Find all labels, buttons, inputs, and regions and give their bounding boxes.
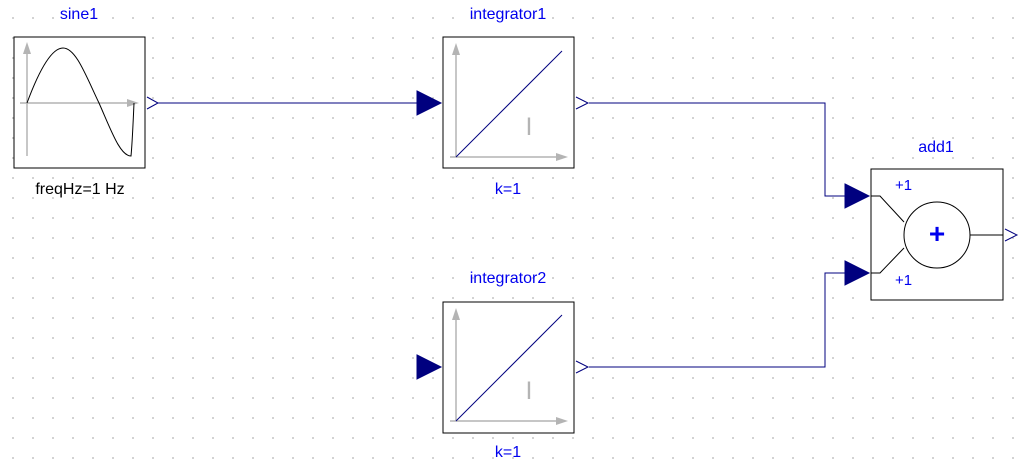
integrator-ramp-icon xyxy=(450,308,568,425)
integrator1-symbol: I xyxy=(525,113,533,141)
add1-input-port-1[interactable] xyxy=(844,183,871,209)
integrator1-name-label: integrator1 xyxy=(469,6,547,23)
add1-name-label: add1 xyxy=(918,139,954,156)
connection-integrator1-add1[interactable] xyxy=(589,102,846,197)
integrator2-param-label: k=1 xyxy=(494,444,522,461)
integrator-ramp-icon xyxy=(450,43,568,161)
integrator2-name-label: integrator2 xyxy=(469,270,547,287)
integrator1-input-port[interactable] xyxy=(416,90,443,116)
integrator1-block[interactable] xyxy=(416,36,590,169)
integrator2-frame xyxy=(442,301,575,434)
sine1-output-port[interactable] xyxy=(146,96,160,110)
integrator1-output-port[interactable] xyxy=(575,96,590,110)
add1-port1-sign: +1 xyxy=(895,177,913,194)
integrator2-symbol: I xyxy=(525,377,533,405)
integrator2-input-port[interactable] xyxy=(416,354,443,380)
integrator1-frame xyxy=(442,36,575,169)
add1-output-port[interactable] xyxy=(1004,228,1019,242)
sine1-block[interactable] xyxy=(13,36,160,169)
sum-circle-icon xyxy=(871,195,1003,274)
add1-input-port-2[interactable] xyxy=(844,260,871,286)
connections xyxy=(157,102,846,368)
add1-block[interactable] xyxy=(844,168,1019,301)
connection-integrator2-add1[interactable] xyxy=(589,272,846,368)
integrator2-block[interactable] xyxy=(416,301,590,434)
integrator2-output-port[interactable] xyxy=(575,360,590,374)
sine1-param-label: freqHz=1 Hz xyxy=(35,181,125,198)
add1-port2-sign: +1 xyxy=(895,272,913,289)
sine1-name-label: sine1 xyxy=(59,6,99,23)
sine-wave-icon xyxy=(20,42,139,157)
add1-plus-symbol: + xyxy=(928,218,946,249)
integrator1-param-label: k=1 xyxy=(494,181,522,198)
